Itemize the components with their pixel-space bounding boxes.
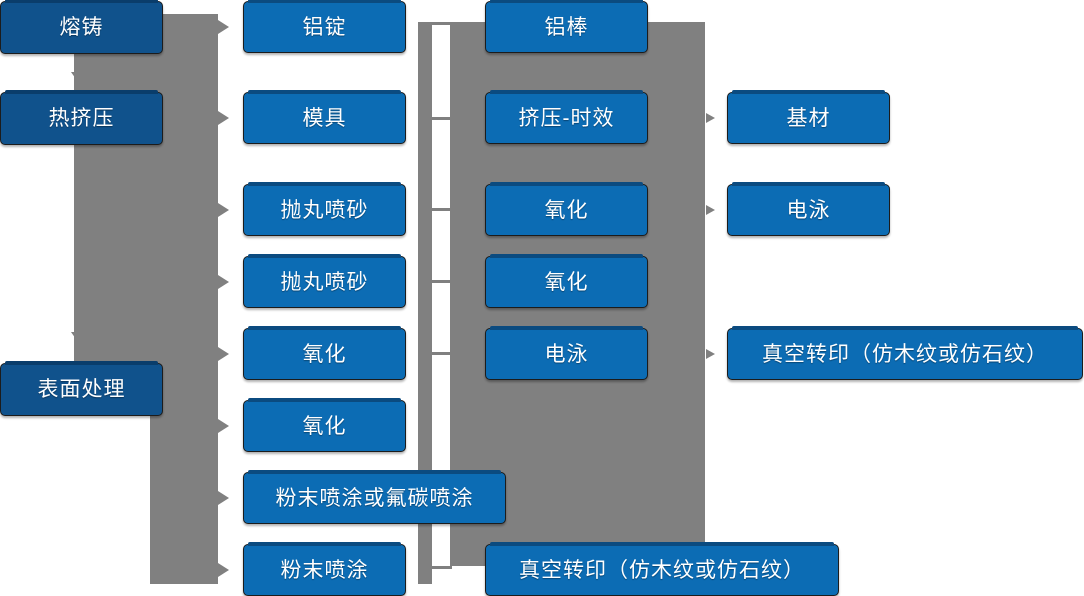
node-top-cap bbox=[248, 182, 401, 186]
node-aluminum-bar[interactable]: 铝棒 bbox=[485, 0, 648, 53]
node-label: 粉末喷涂 bbox=[280, 558, 369, 582]
node-mould[interactable]: 模具 bbox=[243, 90, 406, 144]
node-label: 铝锭 bbox=[302, 15, 347, 39]
node-top-cap bbox=[248, 90, 401, 94]
mid-tie-line-5 bbox=[430, 352, 452, 355]
node-label: 挤压-时效 bbox=[518, 106, 615, 130]
arrow-extrude-to-surface-icon bbox=[71, 332, 85, 342]
node-label: 电泳 bbox=[544, 342, 589, 366]
node-label: 铝棒 bbox=[544, 15, 589, 39]
arrow-melt-to-extrude-icon bbox=[71, 72, 85, 82]
node-label: 抛丸喷砂 bbox=[280, 270, 369, 294]
node-label: 氧化 bbox=[302, 414, 347, 438]
node-oxidation-2[interactable]: 氧化 bbox=[243, 398, 406, 452]
arrow-to-aluminum-ingot-icon bbox=[218, 20, 229, 34]
node-top-cap bbox=[732, 182, 885, 186]
node-oxidation-4[interactable]: 氧化 bbox=[485, 254, 648, 308]
arrow-to-shot-blast-2-icon bbox=[218, 275, 229, 289]
arrow-to-oxidation-1-icon bbox=[218, 347, 229, 361]
node-top-cap bbox=[248, 398, 401, 402]
arrow-to-powder-or-fluorocarbon-icon bbox=[218, 491, 229, 505]
node-surface-treatment[interactable]: 表面处理 bbox=[0, 361, 163, 416]
node-vacuum-transfer-print[interactable]: 真空转印（仿木纹或仿石纹） bbox=[727, 326, 1083, 380]
node-electrophoresis-1[interactable]: 电泳 bbox=[485, 326, 648, 380]
node-oxidation-3[interactable]: 氧化 bbox=[485, 182, 648, 236]
node-label: 模具 bbox=[302, 106, 347, 130]
node-top-cap bbox=[248, 326, 401, 330]
arrow-to-vacuum-transfer-icon bbox=[706, 349, 715, 359]
node-top-cap bbox=[248, 0, 401, 3]
node-label: 热挤压 bbox=[48, 107, 115, 130]
node-label: 氧化 bbox=[544, 270, 589, 294]
node-top-cap bbox=[732, 90, 885, 94]
node-label: 基材 bbox=[786, 106, 831, 130]
arrow-to-powder-coating-icon bbox=[218, 563, 229, 577]
node-label: 抛丸喷砂 bbox=[280, 198, 369, 222]
node-label: 熔铸 bbox=[59, 16, 104, 39]
arrow-to-oxidation-2-icon bbox=[218, 419, 229, 433]
node-hot-extrude[interactable]: 热挤压 bbox=[0, 90, 163, 145]
node-label: 粉末喷涂或氟碳喷涂 bbox=[275, 486, 474, 510]
arrow-to-mould-icon bbox=[218, 111, 229, 125]
node-label: 表面处理 bbox=[37, 378, 126, 401]
node-label: 真空转印（仿木纹或仿石纹） bbox=[519, 558, 805, 582]
node-powder-coating[interactable]: 粉末喷涂 bbox=[243, 542, 406, 596]
node-label: 氧化 bbox=[544, 198, 589, 222]
node-top-cap bbox=[490, 0, 643, 3]
node-vacuum-transfer-bottom[interactable]: 真空转印（仿木纹或仿石纹） bbox=[485, 542, 839, 596]
node-shot-blast-2[interactable]: 抛丸喷砂 bbox=[243, 254, 406, 308]
node-top-cap bbox=[732, 326, 1078, 330]
node-extrude-aging[interactable]: 挤压-时效 bbox=[485, 90, 648, 144]
node-electrophoresis-2[interactable]: 电泳 bbox=[727, 182, 890, 236]
mid-tie-line-6 bbox=[430, 566, 452, 569]
node-top-cap bbox=[5, 0, 158, 3]
left-trunk-connector bbox=[74, 14, 174, 370]
node-label: 真空转印（仿木纹或仿石纹） bbox=[762, 342, 1048, 366]
arrow-to-electrophoresis-2-icon bbox=[706, 205, 715, 215]
node-label: 氧化 bbox=[302, 342, 347, 366]
node-aluminum-ingot[interactable]: 铝锭 bbox=[243, 0, 406, 53]
node-top-cap bbox=[248, 254, 401, 258]
node-melt-cast[interactable]: 熔铸 bbox=[0, 0, 163, 54]
node-label: 电泳 bbox=[786, 198, 831, 222]
node-top-cap bbox=[248, 542, 401, 546]
mid-tie-line-3 bbox=[430, 208, 452, 211]
node-oxidation-1[interactable]: 氧化 bbox=[243, 326, 406, 380]
node-shot-blast-1[interactable]: 抛丸喷砂 bbox=[243, 182, 406, 236]
mid-tie-line-4 bbox=[430, 280, 452, 283]
surface-treat-tie-line bbox=[164, 388, 188, 391]
arrow-to-base-material-icon bbox=[706, 113, 715, 123]
node-base-material[interactable]: 基材 bbox=[727, 90, 890, 144]
mid-tie-line-2 bbox=[430, 117, 452, 120]
node-powder-or-fluorocarbon[interactable]: 粉末喷涂或氟碳喷涂 bbox=[243, 470, 506, 524]
arrow-to-shot-blast-1-icon bbox=[218, 203, 229, 217]
mid-tie-line-1 bbox=[430, 22, 452, 25]
mid-narrow-connector bbox=[418, 22, 432, 584]
